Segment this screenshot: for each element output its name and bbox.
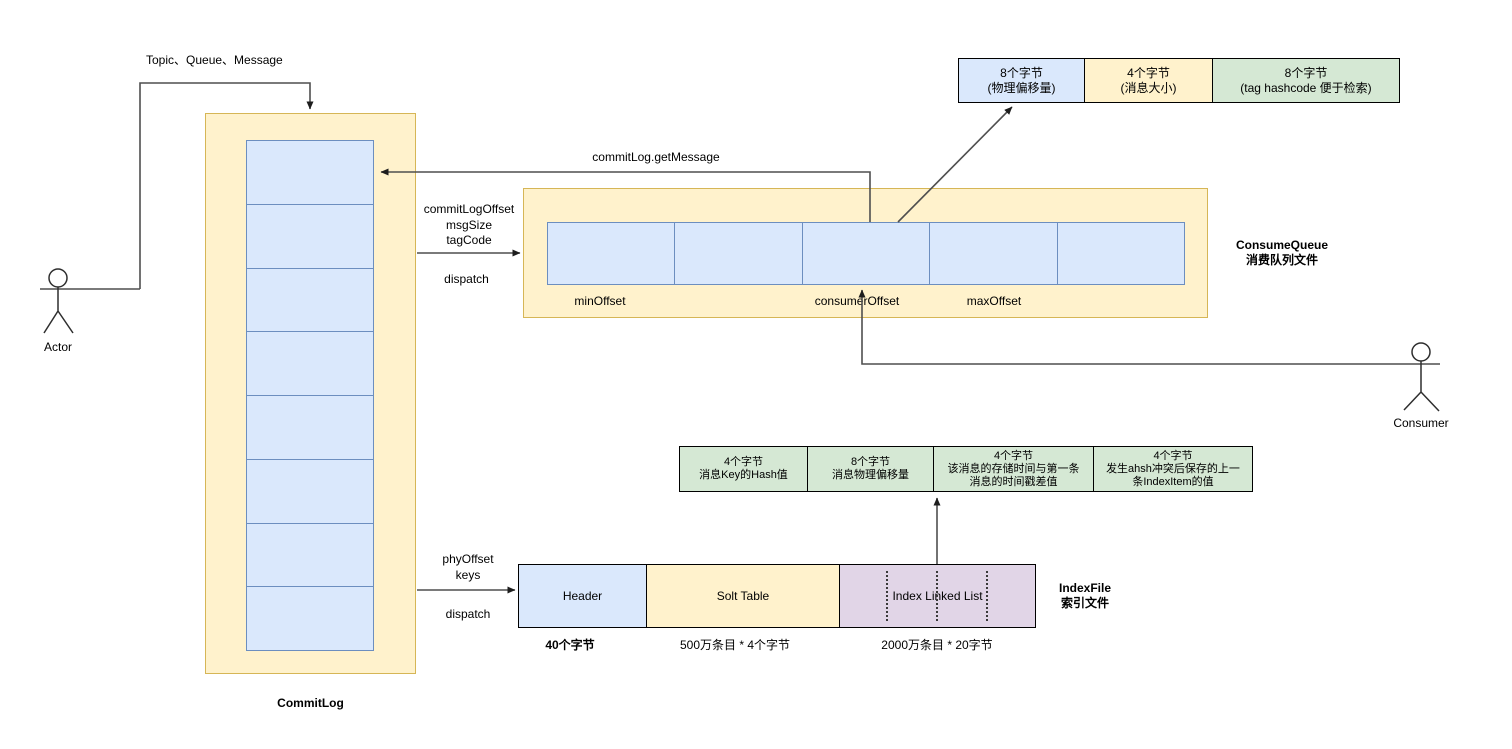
cq-entry-size: 8个字节 xyxy=(1284,65,1328,80)
indexfile-header-segment: Header xyxy=(518,564,647,628)
cq-entry-desc: (tag hashcode 便于检索) xyxy=(1240,80,1372,95)
cq-entry-taghash: 8个字节 (tag hashcode 便于检索) xyxy=(1212,58,1400,103)
indexfile-header-label: Header xyxy=(562,588,603,603)
cq-entry-desc: (物理偏移量) xyxy=(987,80,1056,95)
actor-label: Actor xyxy=(43,340,72,354)
commitlog-cell xyxy=(246,458,374,524)
if-dispatch-field: phyOffset xyxy=(442,552,494,566)
commitlog-cell xyxy=(246,586,374,651)
linked-list-dotted-divider xyxy=(936,571,938,621)
index-entry-line: 消息的时间戳差值 xyxy=(969,475,1058,488)
indexfile-title-en: IndexFile xyxy=(1058,581,1111,595)
index-entry-line: 4个字节 xyxy=(723,456,764,468)
if-dispatch-label: dispatch xyxy=(445,607,491,621)
cq-entry-size: 8个字节 xyxy=(1000,65,1043,80)
consumequeue-cell-row xyxy=(547,222,1186,285)
cq-entry-desc: (消息大小) xyxy=(1120,80,1177,95)
linked-list-dotted-divider xyxy=(886,571,888,621)
consumequeue-cell xyxy=(547,222,676,285)
index-entry-line: 条IndexItem的值 xyxy=(1132,475,1214,488)
commitlog-cell xyxy=(246,522,374,588)
commitlog-cell-stack xyxy=(246,140,374,651)
max-offset-label: maxOffset xyxy=(966,294,1022,308)
index-entry-line: 4个字节 xyxy=(993,449,1034,462)
actor-figure xyxy=(43,268,74,334)
if-dispatch-fields-label: phyOffset keys xyxy=(423,551,513,583)
consumequeue-cell xyxy=(801,222,931,285)
index-entry-line: 该消息的存储时间与第一条 xyxy=(947,462,1080,475)
cq-dispatch-fields-label: commitLogOffset msgSize tagCode xyxy=(419,202,519,249)
cq-dispatch-field: commitLogOffset xyxy=(423,202,515,216)
consumequeue-title: ConsumeQueue 消费队列文件 xyxy=(1212,238,1352,268)
commitlog-cell xyxy=(246,267,374,333)
indexfile-title: IndexFile 索引文件 xyxy=(1040,581,1130,611)
get-message-edge-label: commitLog.getMessage xyxy=(592,150,720,164)
indexfile-header-size: 40个字节 xyxy=(545,638,595,652)
index-entry-line: 发生ahsh冲突后保存的上一 xyxy=(1106,462,1240,475)
min-offset-label: minOffset xyxy=(574,294,626,308)
if-dispatch-field: keys xyxy=(455,568,481,582)
consumequeue-cell xyxy=(929,222,1058,285)
indexfile-slot-table-segment: Solt Table xyxy=(646,564,840,628)
consumequeue-cell xyxy=(1056,222,1186,285)
actor-head xyxy=(48,268,68,288)
commitlog-cell xyxy=(246,331,374,396)
linked-list-dotted-divider xyxy=(986,571,988,621)
cq-entry-msgsize: 4个字节 (消息大小) xyxy=(1084,58,1213,103)
commitlog-cell xyxy=(246,395,374,460)
commitlog-cell xyxy=(246,203,374,269)
index-entry-line: 8个字节 xyxy=(850,456,891,468)
cq-entry-size: 4个字节 xyxy=(1127,65,1170,80)
index-entry-line: 消息Key的Hash值 xyxy=(699,469,788,481)
produce-edge-label: Topic、Queue、Message xyxy=(146,53,283,67)
index-entry-line: 4个字节 xyxy=(1153,449,1193,462)
indexfile-title-cn: 索引文件 xyxy=(1060,596,1109,610)
consumer-label: Consumer xyxy=(1393,416,1449,430)
consumer-offset-label: consumerOffset xyxy=(814,294,900,308)
indexfile-slot-size: 500万条目 * 4个字节 xyxy=(679,638,791,652)
consumer-head xyxy=(1411,342,1431,362)
consumer-body xyxy=(1403,361,1440,412)
commitlog-cell xyxy=(246,140,374,205)
index-entry-phyoffset: 8个字节 消息物理偏移量 xyxy=(807,446,934,492)
consumer-figure xyxy=(1403,342,1440,412)
actor-body xyxy=(43,287,74,334)
consumequeue-title-en: ConsumeQueue xyxy=(1235,238,1328,252)
cq-dispatch-label: dispatch xyxy=(444,272,489,286)
commitlog-label: CommitLog xyxy=(277,696,344,710)
index-entry-prev-item: 4个字节 发生ahsh冲突后保存的上一 条IndexItem的值 xyxy=(1093,446,1253,492)
index-entry-line: 消息物理偏移量 xyxy=(832,469,909,481)
cq-dispatch-field: tagCode xyxy=(446,233,492,247)
indexfile-list-size: 2000万条目 * 20字节 xyxy=(881,638,993,652)
cq-dispatch-field: msgSize xyxy=(445,217,492,232)
index-entry-timediff: 4个字节 该消息的存储时间与第一条 消息的时间戳差值 xyxy=(933,446,1094,492)
indexfile-slot-table-label: Solt Table xyxy=(716,588,770,603)
cq-entry-phyoffset: 8个字节 (物理偏移量) xyxy=(958,58,1085,103)
consumequeue-title-cn: 消费队列文件 xyxy=(1245,253,1318,267)
index-entry-keyhash: 4个字节 消息Key的Hash值 xyxy=(679,446,808,492)
consumequeue-cell xyxy=(674,222,803,285)
